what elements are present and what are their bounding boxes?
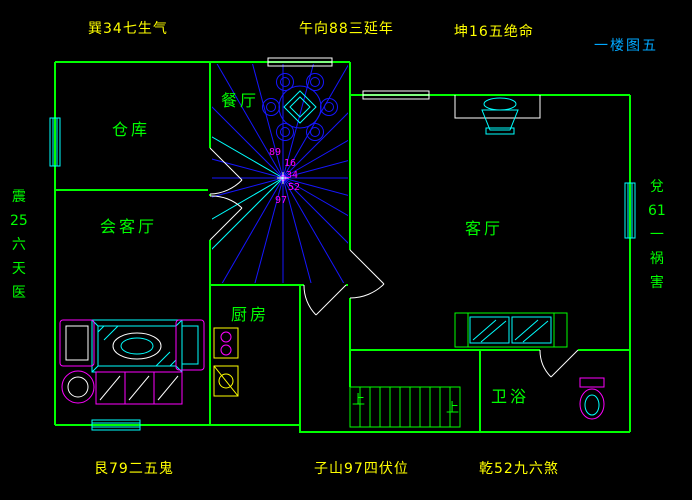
center-number: 89	[269, 147, 282, 158]
reception-sofas	[59, 319, 205, 405]
kitchen-appliances	[213, 327, 239, 397]
center-number: 34	[286, 170, 299, 181]
dining-table	[262, 73, 338, 141]
center-number: 97	[275, 195, 288, 206]
staircase	[349, 386, 461, 428]
right-vertical-char: 兌	[649, 179, 664, 195]
center-number: 16	[284, 158, 297, 169]
annotation-bottom-center: 子山97四伏位	[314, 461, 409, 477]
room-label-bathroom: 卫浴	[491, 387, 530, 406]
drawing-title: 一楼图五	[594, 38, 658, 54]
left-vertical-char: 25	[10, 213, 28, 229]
compass-center-marker	[277, 172, 289, 184]
room-label-storage: 仓库	[112, 120, 151, 139]
left-vertical-char: 医	[11, 285, 26, 301]
annotation-top-right: 坤16五绝命	[454, 24, 534, 40]
doors	[209, 147, 579, 378]
door-openings	[208, 148, 578, 352]
left-vertical-char: 天	[11, 261, 26, 277]
right-vertical-char: 祸	[649, 251, 664, 267]
annotation-right-vertical: 兌 61 一 祸 害	[648, 180, 666, 290]
right-vertical-char: 害	[649, 275, 664, 291]
living-sofa	[454, 312, 568, 348]
windows	[49, 57, 636, 431]
annotation-bottom-left: 艮79二五鬼	[94, 461, 174, 477]
left-vertical-char: 震	[11, 189, 26, 205]
reception-rug	[91, 319, 183, 373]
annotation-top-left: 巽34七生气	[88, 21, 168, 37]
radial-compass	[212, 64, 348, 283]
center-number: 52	[288, 182, 301, 193]
right-vertical-char: 一	[649, 227, 664, 243]
stair-up-label-left: 上	[352, 393, 366, 408]
room-label-reception: 会客厅	[100, 217, 158, 236]
room-label-kitchen: 厨房	[231, 305, 270, 324]
right-vertical-char: 61	[648, 203, 666, 219]
left-vertical-char: 六	[11, 237, 26, 253]
toilet	[579, 377, 605, 420]
tv-cabinet	[454, 95, 541, 135]
stair-up-label-right: 上	[446, 401, 460, 416]
room-label-living: 客厅	[465, 219, 504, 238]
annotation-bottom-right: 乾52九六煞	[479, 461, 559, 477]
room-label-dining: 餐厅	[221, 91, 260, 110]
annotation-top-center: 午向88三延年	[299, 21, 394, 37]
annotation-left-vertical: 震 25 六 天 医	[10, 190, 28, 300]
